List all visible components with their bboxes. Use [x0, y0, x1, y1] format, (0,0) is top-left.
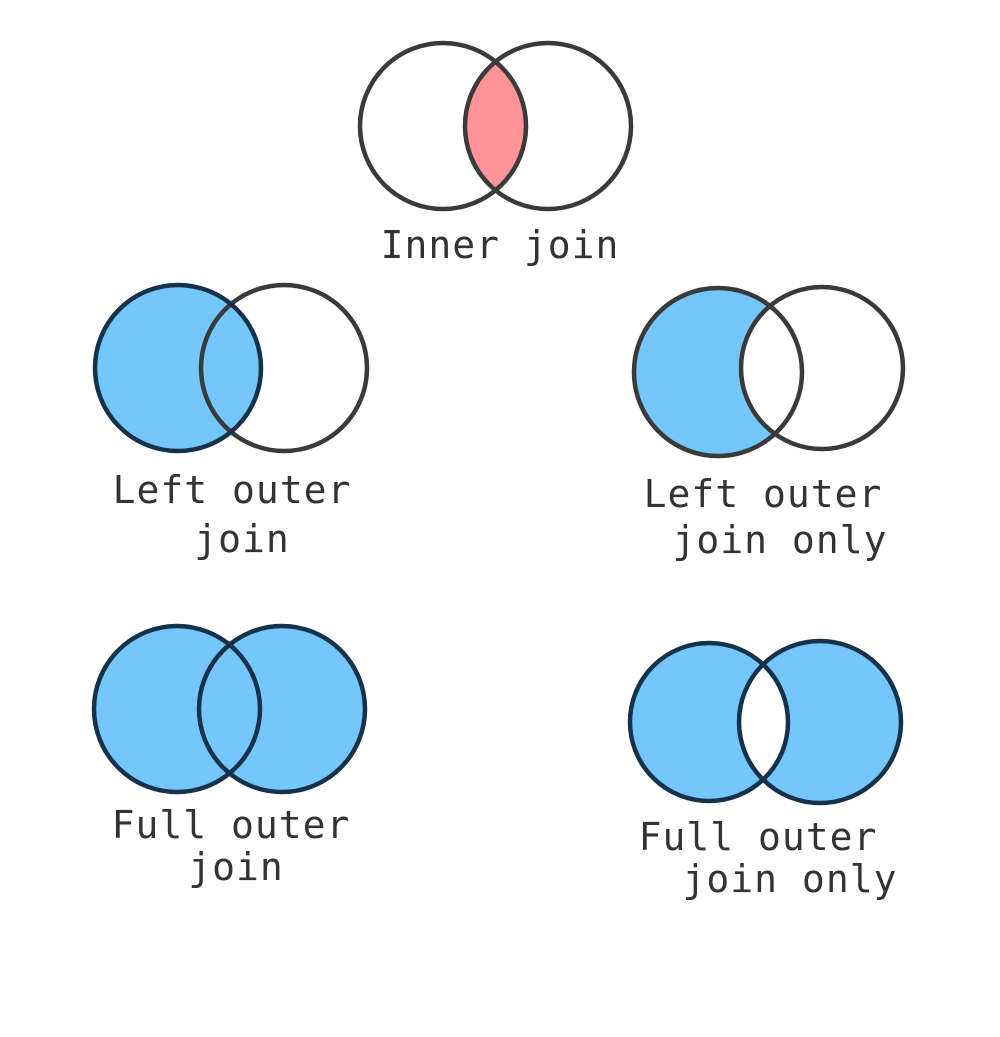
- left-outer-join-only-venn: [631, 284, 906, 459]
- left-outer-join-only-left-fill: [634, 288, 802, 456]
- inner-join-left-circle: [357, 40, 529, 212]
- full-outer-join-only-label-line2: join only: [683, 857, 898, 901]
- left-outer-join-left-fill: [95, 285, 261, 451]
- full-outer-join-right-circle: [196, 623, 368, 795]
- full-outer-join-left-circle: [91, 623, 263, 795]
- full-outer-join-only-right-circle: [736, 638, 904, 806]
- left-outer-join-only-right-circle: [738, 284, 906, 452]
- inner-join-label-text: Inner join: [381, 223, 620, 267]
- left-outer-join-label-line1: Left outer: [113, 468, 352, 512]
- inner-join-intersection: [465, 43, 526, 209]
- left-outer-join-label-line2: join: [194, 517, 290, 561]
- left-outer-join-only-left-circle: [631, 285, 805, 459]
- left-outer-join-left-circle: [92, 282, 264, 454]
- full-outer-join-label-line1: Full outer: [112, 803, 351, 847]
- left-outer-join-right-circle: [198, 282, 370, 454]
- left-outer-join-venn: [92, 282, 370, 454]
- full-outer-join-only-label: Full outer join only: [639, 815, 902, 901]
- full-outer-join-only-venn: [627, 638, 904, 806]
- left-outer-join-only-label-line2: join only: [673, 518, 888, 562]
- full-outer-join-venn: [91, 623, 368, 795]
- full-outer-join-label-line2: join: [188, 845, 284, 889]
- left-outer-join-only-label: Left outer join only: [644, 472, 907, 562]
- left-outer-join-only-label-line1: Left outer: [644, 472, 883, 516]
- full-outer-join-right-fill: [199, 626, 365, 792]
- full-outer-join-label: Full outer join: [112, 803, 375, 889]
- full-outer-join-only-right-fill: [739, 641, 901, 803]
- inner-join-label: Inner join: [381, 223, 620, 267]
- full-outer-join-only-left-circle: [627, 640, 791, 804]
- left-outer-join-label: Left outer join: [113, 468, 376, 561]
- inner-join-venn: [357, 40, 634, 212]
- inner-join-right-circle: [462, 40, 634, 212]
- full-outer-join-only-label-line1: Full outer: [639, 815, 878, 859]
